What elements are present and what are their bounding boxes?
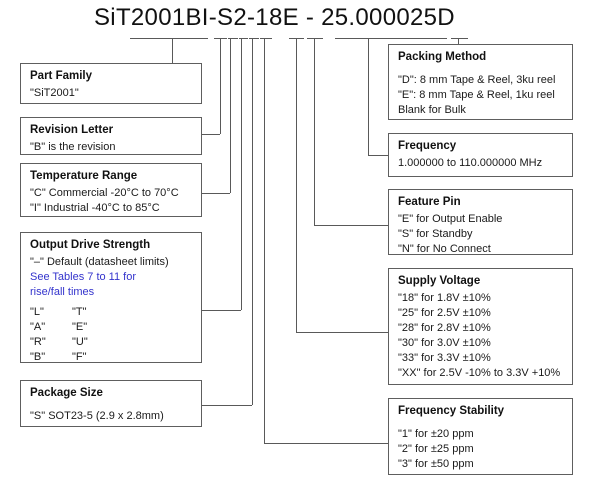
supply-voltage-box: Supply Voltage "18" for 1.8V ±10% "25" f… [388, 268, 573, 385]
packing-heading: Packing Method [398, 51, 487, 63]
temperature-range-box: Temperature Range "C" Commercial -20°C t… [20, 163, 202, 217]
package-size-box: Package Size "S" SOT23-5 (2.9 x 2.8mm) [20, 380, 202, 427]
revision-value: "B" is the revision [30, 141, 116, 153]
packing-option-blank: Blank for Bulk [398, 104, 466, 116]
packing-option-d: "D": 8 mm Tape & Reel, 3ku reel [398, 74, 556, 86]
feature-pin-oe: "E" for Output Enable [398, 213, 503, 225]
packing-method-box: Packing Method "D": 8 mm Tape & Reel, 3k… [388, 44, 573, 120]
output-drive-letters: "L" "T" "A" "E" "R" "U" "B" "F" [30, 305, 193, 365]
stability-25ppm: "2" for ±25 ppm [398, 443, 474, 455]
connector-part-family [172, 38, 173, 63]
letter-U: "U" [72, 336, 88, 348]
frequency-range: 1.000000 to 110.000000 MHz [398, 157, 543, 169]
connector-revision-v [220, 38, 221, 134]
revision-letter-box: Revision Letter "B" is the revision [20, 117, 202, 155]
packing-option-e: "E": 8 mm Tape & Reel, 1ku reel [398, 89, 555, 101]
connector-output-drive-v [241, 38, 242, 310]
connector-temperature-h [202, 193, 230, 194]
frequency-heading: Frequency [398, 140, 457, 152]
package-value: "S" SOT23-5 (2.9 x 2.8mm) [30, 410, 164, 422]
connector-packing [458, 38, 459, 45]
connector-feature-pin-v [314, 38, 315, 225]
supply-33: "33" for 3.3V ±10% [398, 352, 491, 364]
letter-B: "B" [30, 351, 46, 363]
letter-R: "R" [30, 336, 46, 348]
letter-row: "B" "F" [30, 350, 193, 365]
underline-part-family [130, 38, 208, 39]
frequency-stability-box: Frequency Stability "1" for ±20 ppm "2" … [388, 398, 573, 475]
stability-50ppm: "3" for ±50 ppm [398, 458, 474, 470]
underline-output-drive [239, 38, 248, 39]
connector-revision-h [202, 134, 220, 135]
feature-pin-standby: "S" for Standby [398, 228, 473, 240]
connector-supply-h [296, 332, 388, 333]
underline-stability [260, 38, 272, 39]
letter-A: "A" [30, 321, 46, 333]
supply-18: "18" for 1.8V ±10% [398, 292, 491, 304]
tables-link-line2[interactable]: rise/fall times [30, 286, 95, 298]
letter-row: "R" "U" [30, 335, 193, 350]
frequency-box: Frequency 1.000000 to 110.000000 MHz [388, 133, 573, 177]
temperature-industrial: "I" Industrial -40°C to 85°C [30, 202, 160, 214]
underline-packing [451, 38, 468, 39]
supply-xx: "XX" for 2.5V -10% to 3.3V +10% [398, 367, 561, 379]
supply-heading: Supply Voltage [398, 275, 481, 287]
connector-package-h [202, 405, 252, 406]
temperature-heading: Temperature Range [30, 170, 138, 182]
package-heading: Package Size [30, 387, 103, 399]
connector-temperature-v [230, 38, 231, 193]
connector-frequency-v [368, 38, 369, 155]
part-family-value: "SiT2001" [30, 87, 79, 99]
letter-F: "F" [72, 351, 87, 363]
supply-28: "28" for 2.8V ±10% [398, 322, 491, 334]
connector-stability-v [264, 38, 265, 443]
feature-pin-nc: "N" for No Connect [398, 243, 491, 255]
underline-temperature [228, 38, 238, 39]
feature-pin-box: Feature Pin "E" for Output Enable "S" fo… [388, 189, 573, 255]
part-family-box: Part Family "SiT2001" [20, 63, 202, 104]
revision-heading: Revision Letter [30, 124, 114, 136]
letter-E: "E" [72, 321, 88, 333]
supply-30: "30" for 3.0V ±10% [398, 337, 491, 349]
connector-stability-h [264, 443, 388, 444]
connector-supply-v [296, 38, 297, 332]
letter-T: "T" [72, 306, 87, 318]
stability-heading: Frequency Stability [398, 405, 505, 417]
output-drive-strength-box: Output Drive Strength "–" Default (datas… [20, 232, 202, 363]
letter-L: "L" [30, 306, 44, 318]
stability-20ppm: "1" for ±20 ppm [398, 428, 474, 440]
part-family-heading: Part Family [30, 70, 92, 82]
feature-pin-heading: Feature Pin [398, 196, 461, 208]
output-drive-default: "–" Default (datasheet limits) [30, 256, 169, 268]
connector-package-v [252, 38, 253, 405]
letter-row: "L" "T" [30, 305, 193, 320]
connector-frequency-h [368, 155, 388, 156]
part-number-title: SiT2001BI-S2-18E - 25.000025D [94, 4, 455, 31]
tables-link-line1[interactable]: See Tables 7 to 11 for [30, 271, 136, 283]
output-drive-heading: Output Drive Strength [30, 239, 151, 251]
connector-feature-pin-h [314, 225, 388, 226]
supply-25: "25" for 2.5V ±10% [398, 307, 491, 319]
letter-row: "A" "E" [30, 320, 193, 335]
underline-frequency [335, 38, 447, 39]
connector-output-drive-h [202, 310, 241, 311]
underline-feature-pin [307, 38, 323, 39]
temperature-commercial: "C" Commercial -20°C to 70°C [30, 187, 179, 199]
underline-package [249, 38, 259, 39]
